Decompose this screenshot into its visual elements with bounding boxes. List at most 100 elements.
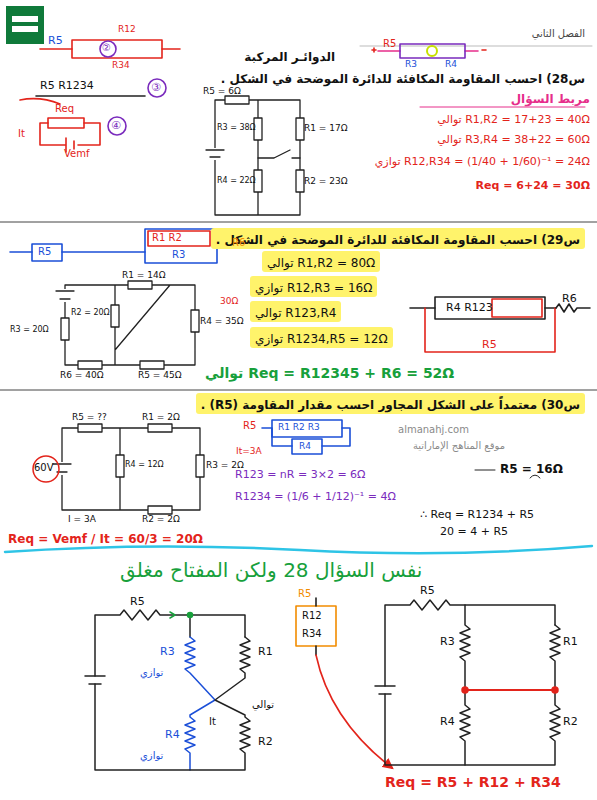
highlight-box: توالي R1,R2 = 80Ω <box>262 251 380 272</box>
annotation-label: Req = 6+24 = 30Ω <box>476 179 590 192</box>
annotation-label: R4 <box>165 728 180 741</box>
annotation-label: R4 <box>299 441 311 452</box>
annotation-label: ∴ Req = R1234 + R5 <box>420 508 534 521</box>
annotation-label: It <box>18 128 25 140</box>
annotation-label: R5 <box>48 34 63 47</box>
annotation-label: I = 3A <box>68 514 96 525</box>
annotation-label: R2 = 2Ω <box>142 514 180 525</box>
annotation-label: It <box>209 716 216 728</box>
highlighted-text: توالي R1,R2 = 80Ω <box>267 256 375 270</box>
annotation-label: 60V <box>34 462 54 474</box>
annotation-label: R5 <box>298 588 311 600</box>
annotation-label: R2 <box>563 715 578 728</box>
annotation-label: R1 = 14Ω <box>122 270 166 281</box>
annotation-label: R5 <box>383 38 396 50</box>
annotation-label: almanahj.com <box>398 424 469 436</box>
highlight-box: س29) احسب المقاومة المكافئة للدائرة المو… <box>211 228 585 249</box>
annotation-label: R34 <box>302 628 322 640</box>
annotation-label: R1 R2 <box>152 232 182 244</box>
annotation-label: مربط السؤال <box>511 92 590 106</box>
annotation-label: Req = R5 + R12 + R34 <box>385 774 561 791</box>
annotation-label: R2 = 20Ω <box>71 308 110 318</box>
annotation-label: R4 <box>440 715 455 728</box>
annotation-label: نفس السؤال 28 ولكن المفتاح مغلق <box>120 558 422 582</box>
annotation-label: R3 <box>160 645 175 658</box>
divider-wave <box>5 546 592 553</box>
annotation-label: R5 R1234 <box>40 79 94 92</box>
annotation-label: ③ <box>151 81 161 94</box>
annotation-label: R4 = 22Ω <box>217 176 256 186</box>
circuit-30 <box>53 424 204 514</box>
annotation-label: R6 <box>232 237 245 249</box>
circuit-bottom-right <box>375 600 560 765</box>
annotation-label: 30Ω <box>220 296 238 307</box>
annotation-label: R2 = 23Ω <box>304 176 348 187</box>
annotation-label: توالي R3,R4 = 38+22 = 60Ω <box>437 133 590 146</box>
annotation-label: R5 = ?? <box>72 412 107 423</box>
annotation-label: R12 <box>118 24 136 35</box>
annotation-label: Vemf <box>64 148 89 160</box>
sketch-29b <box>410 297 590 352</box>
highlighted-text: توازي R12,R3 = 16Ω <box>255 281 372 295</box>
annotation-label: R5 <box>420 584 435 597</box>
annotation-label: R6 <box>562 292 577 305</box>
annotation-label: R4 = 35Ω <box>200 316 244 327</box>
annotation-label: R5 = 6Ω <box>203 86 241 97</box>
annotation-label: R5 = 45Ω <box>138 370 182 381</box>
annotation-label: توالي <box>252 699 274 711</box>
annotation-label: R2 <box>258 735 273 748</box>
annotation-label: R4 = 12Ω <box>125 460 164 470</box>
logo <box>6 6 44 44</box>
annotation-label: R34 <box>112 60 130 71</box>
annotation-label: R5 <box>482 338 497 351</box>
annotation-label: ② <box>102 42 111 54</box>
highlighted-text: س30) معتمداً على الشكل المجاور احسب مقدا… <box>201 398 580 412</box>
annotation-label: R3 = 38Ω <box>217 123 256 133</box>
page-title: الدوائـر المركبة <box>244 50 335 64</box>
annotation-label: Req = Vemf / It = 60/3 = 20Ω <box>8 532 203 546</box>
sketch-bottom <box>296 598 392 768</box>
circuit-29 <box>56 281 199 369</box>
annotation-label: R123 = nR = 3×2 = 6Ω <box>235 468 366 481</box>
annotation-label: الفصل الثاني <box>532 28 585 40</box>
annotation-label: توالي Req = R12345 + R6 = 52Ω <box>205 365 454 382</box>
sketch-28b <box>20 40 180 152</box>
circuit-bottom-left <box>85 610 250 770</box>
annotation-label: Req <box>55 103 74 115</box>
annotation-label: R5 <box>130 595 145 608</box>
highlight-box: توالي R123,R4 <box>250 301 341 322</box>
highlight-box: س30) معتمداً على الشكل المجاور احسب مقدا… <box>196 393 585 414</box>
annotation-label: توازي R12,R34 = (1/40 + 1/60)⁻¹ = 24Ω <box>375 155 590 168</box>
annotation-label: س28) احسب المقاومة المكافئة للدائرة المو… <box>221 72 585 86</box>
highlight-box: توازي R1234,R5 = 12Ω <box>250 327 393 348</box>
highlight-box: توازي R12,R3 = 16Ω <box>250 276 377 297</box>
annotation-label: R1 = 2Ω <box>142 412 180 423</box>
annotation-label: R3 <box>440 635 455 648</box>
annotation-label: R3 = 20Ω <box>10 325 49 335</box>
annotation-label: R1 R2 R3 <box>278 422 320 433</box>
annotation-label: R1 <box>563 635 578 648</box>
annotation-label: R1 = 17Ω <box>304 123 348 134</box>
annotation-label: R3 <box>405 59 417 70</box>
annotation-label: R1 <box>258 645 273 658</box>
highlighted-text: توازي R1234,R5 = 12Ω <box>255 332 388 346</box>
annotation-label: R6 = 40Ω <box>60 370 104 381</box>
annotation-label: توازي <box>140 667 163 679</box>
annotation-label: توالي R1,R2 = 17+23 = 40Ω <box>437 113 590 126</box>
annotation-label: R12 <box>302 610 322 622</box>
annotation-label: R3 <box>172 249 185 261</box>
highlighted-text: توالي R123,R4 <box>255 306 336 320</box>
annotation-label: R5 = 16Ω <box>500 462 563 476</box>
annotation-label: R4 R123 <box>446 301 493 314</box>
annotation-label: R5 <box>243 420 256 432</box>
annotation-label: R1234 = (1/6 + 1/12)⁻¹ = 4Ω <box>235 490 396 503</box>
highlighted-text: س29) احسب المقاومة المكافئة للدائرة المو… <box>216 233 580 247</box>
annotation-label: R5 <box>38 246 51 258</box>
annotation-label: R4 <box>445 59 457 70</box>
annotation-label: ④ <box>111 119 121 132</box>
annotation-label: موقع المناهج الإماراتية <box>413 440 505 452</box>
annotation-label: توازي <box>140 750 163 762</box>
annotation-label: 20 = 4 + R5 <box>440 525 508 538</box>
circuit-28 <box>206 96 304 215</box>
